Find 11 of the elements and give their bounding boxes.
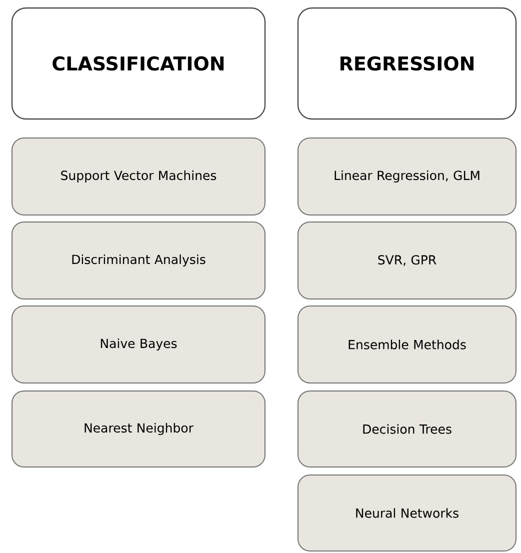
method-box: Decision Trees <box>298 390 516 468</box>
header-box: CLASSIFICATION <box>11 7 266 120</box>
method-box: Linear Regression, GLM <box>298 138 516 216</box>
method-box: Nearest Neighbor <box>12 390 266 468</box>
method-box: Neural Networks <box>298 474 516 552</box>
method-box: Discriminant Analysis <box>12 222 266 300</box>
header-box: REGRESSION <box>297 7 517 120</box>
method-box: Ensemble Methods <box>298 306 516 384</box>
method-box: Support Vector Machines <box>12 138 266 216</box>
method-box: SVR, GPR <box>298 222 516 300</box>
method-box: Naive Bayes <box>12 306 266 384</box>
